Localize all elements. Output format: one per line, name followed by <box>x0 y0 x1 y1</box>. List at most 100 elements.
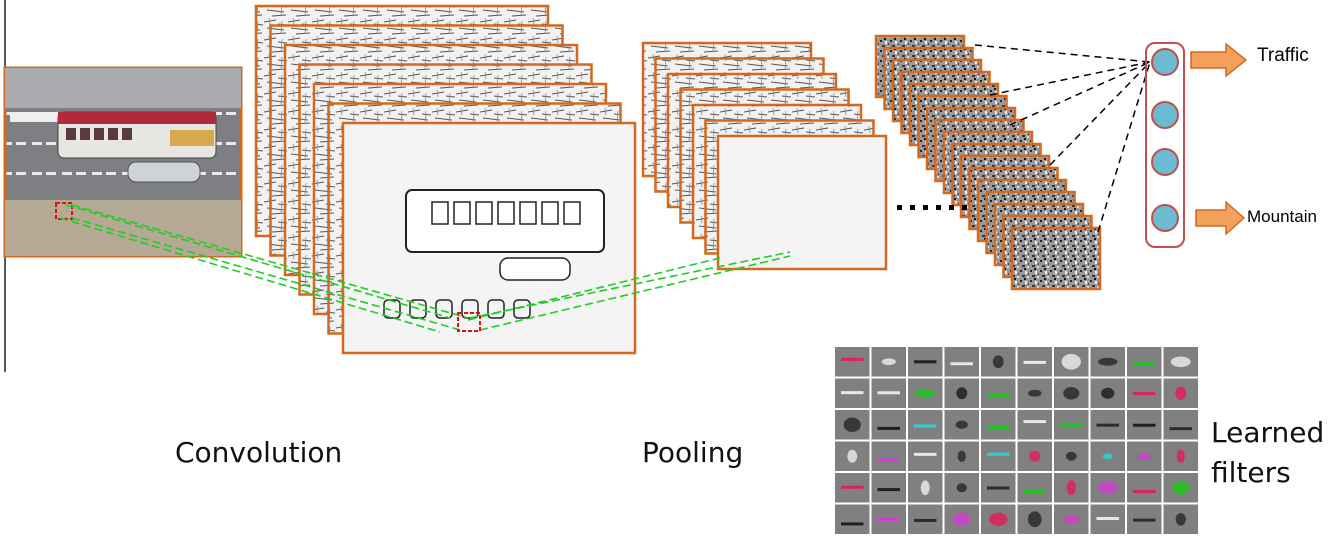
filter-stroke <box>1096 517 1119 521</box>
learned-filter <box>981 410 1016 440</box>
filter-blob <box>1063 387 1080 400</box>
crosswalk-edge <box>487 299 505 319</box>
output-neuron <box>1151 48 1179 76</box>
learned-filter <box>871 410 906 440</box>
input-image <box>3 66 243 258</box>
filter-blob <box>1172 480 1189 495</box>
filter-blob <box>1066 480 1076 496</box>
learned-filter <box>835 347 870 377</box>
filter-blob <box>1101 387 1115 399</box>
trolley-bus <box>57 111 217 159</box>
convolution-caption: Convolution <box>175 436 343 469</box>
learned-filter <box>1017 410 1052 440</box>
learned-filter <box>835 504 870 534</box>
learned-filter <box>1127 473 1162 503</box>
output-label-mountain: Mountain <box>1247 207 1317 226</box>
filter-stroke <box>1133 423 1156 427</box>
fully-connected-lines <box>974 44 1151 233</box>
filter-blob <box>1137 452 1151 460</box>
feature-map-bus-edge <box>405 189 605 253</box>
learned-filter <box>1127 347 1162 377</box>
car <box>127 161 201 183</box>
filter-blob <box>915 389 935 398</box>
filter-stroke <box>877 518 900 522</box>
filter-stroke <box>987 452 1010 456</box>
deep-feature-maps <box>874 34 1102 291</box>
filter-blob <box>956 483 967 493</box>
bus-window-edge <box>431 201 449 225</box>
learned-filter <box>981 378 1016 408</box>
filter-stroke <box>1096 423 1119 427</box>
filter-blob <box>957 450 966 462</box>
filter-stroke <box>1060 423 1083 427</box>
learned-filter <box>871 473 906 503</box>
pooling-feature-maps <box>641 41 888 271</box>
filter-blob <box>1028 389 1042 397</box>
filter-blob <box>953 512 971 527</box>
filter-stroke <box>914 518 937 522</box>
filter-blob <box>1175 386 1187 400</box>
output-layer <box>1145 42 1185 248</box>
learned-filter <box>1163 410 1198 440</box>
filter-blob <box>1098 481 1118 495</box>
learned-filter <box>1017 473 1052 503</box>
filter-blob <box>1029 450 1041 462</box>
filter-stroke <box>914 360 937 364</box>
filter-blob <box>1175 512 1186 526</box>
filter-stroke <box>841 485 864 489</box>
hidden-neuron <box>1151 101 1179 129</box>
filter-blob <box>1061 353 1081 370</box>
filter-stroke <box>1133 518 1156 522</box>
filter-stroke <box>914 452 937 456</box>
filter-blob <box>881 358 896 366</box>
filter-blob <box>956 387 968 400</box>
car-edge <box>499 257 571 281</box>
filter-stroke <box>1023 490 1046 494</box>
feature-map <box>716 134 888 271</box>
filter-stroke <box>1133 490 1156 494</box>
filter-stroke <box>1023 420 1046 424</box>
feature-map <box>1010 226 1102 291</box>
filter-blob <box>992 355 1004 369</box>
filter-stroke <box>1133 362 1156 366</box>
bus-window-edge <box>453 201 471 225</box>
conv-receptive-box <box>457 312 481 332</box>
filter-blob <box>1027 511 1042 528</box>
learned-filter <box>908 441 943 471</box>
filter-blob <box>847 449 858 463</box>
filter-blob <box>1102 453 1113 460</box>
filter-blob <box>988 512 1008 526</box>
pooling-caption: Pooling <box>642 436 744 469</box>
bus-window-edge <box>475 201 493 225</box>
learned-filter <box>871 441 906 471</box>
output-neuron <box>1151 204 1179 232</box>
learned-filters-grid <box>835 347 1198 534</box>
learned-filters-caption-line1: Learned <box>1211 416 1325 449</box>
output-label-traffic: Traffic <box>1257 45 1309 66</box>
filter-stroke <box>877 458 900 462</box>
bus-window-edge <box>519 201 537 225</box>
filter-blob <box>1176 449 1185 464</box>
filter-blob <box>1063 515 1080 524</box>
filter-blob <box>843 417 861 433</box>
filter-stroke <box>1023 360 1046 364</box>
filter-stroke <box>841 391 864 395</box>
filter-stroke <box>987 486 1010 490</box>
filter-stroke <box>1169 427 1192 431</box>
bus-window-edge <box>497 201 515 225</box>
filter-stroke <box>877 391 900 395</box>
hidden-neuron <box>1151 148 1179 176</box>
learned-filters-caption-line2: filters <box>1211 456 1291 489</box>
filter-blob <box>1098 357 1118 366</box>
filter-stroke <box>877 488 900 492</box>
filter-stroke <box>841 522 864 526</box>
filter-blob <box>920 480 930 496</box>
filter-stroke <box>987 425 1010 429</box>
filter-stroke <box>877 426 900 430</box>
filter-blob <box>1170 356 1191 367</box>
receptive-field-lines <box>59 204 791 333</box>
ellipsis-dots <box>897 205 967 210</box>
filter-stroke <box>841 357 864 361</box>
